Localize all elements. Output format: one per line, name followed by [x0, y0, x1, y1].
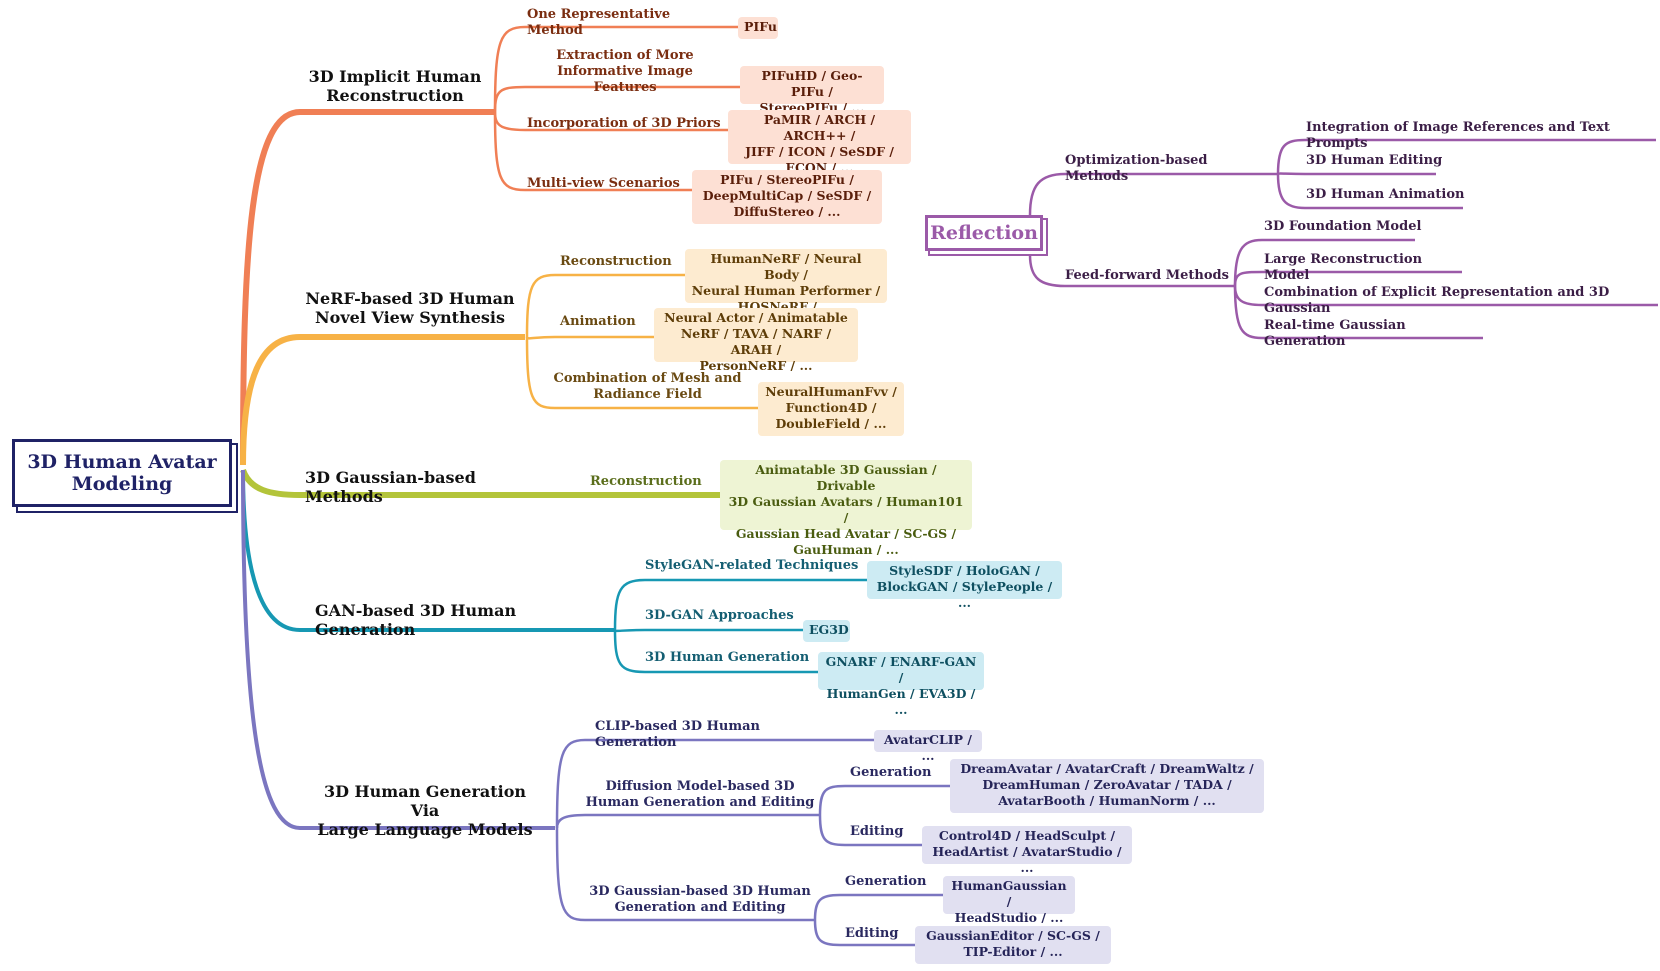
root-node: 3D Human Avatar Modeling — [12, 439, 232, 507]
sub-label: Extraction of More Informative Image Fea… — [556, 48, 694, 95]
method-box: GNARF / ENARF-GAN / HumanGen / EVA3D / .… — [818, 652, 984, 717]
sub-label: 3D-GAN Approaches — [645, 608, 794, 623]
reflection-item: Combination of Explicit Representation a… — [1264, 285, 1610, 316]
method-box: PIFu / StereoPIFu / DeepMultiCap / SeSDF… — [692, 170, 882, 224]
leaf-label: Generation — [850, 765, 932, 780]
branch-implicit-label: 3D Implicit Human Reconstruction — [308, 67, 482, 105]
method-box: PIFu — [738, 17, 778, 39]
sub-label: Animation — [560, 314, 636, 329]
method-box: Control4D / HeadSculpt / HeadArtist / Av… — [922, 826, 1132, 875]
connector-root-implicit — [240, 109, 495, 466]
reflection-item: Real-time Gaussian Generation — [1264, 318, 1406, 349]
branch-llm-label: 3D Human Generation Via Large Language M… — [317, 782, 533, 839]
sub-label: StyleGAN-related Techniques — [645, 558, 859, 573]
sub-label: One Representative Method — [527, 7, 671, 38]
method-box: Animatable 3D Gaussian / Drivable 3D Gau… — [720, 460, 972, 557]
method-box: StyleSDF / HoloGAN / BlockGAN / StylePeo… — [867, 561, 1062, 610]
reflection-item: Integration of Image References and Text… — [1306, 120, 1610, 151]
sub-label: Reconstruction — [590, 474, 702, 489]
branch-gan-label: GAN-based 3D Human Generation — [315, 601, 517, 639]
reflection-item: Large Reconstruction Model — [1264, 252, 1423, 283]
reflection-item: 3D Human Editing — [1306, 153, 1443, 168]
reflection-item: 3D Foundation Model — [1264, 219, 1422, 234]
connector-root-nerf — [240, 334, 525, 466]
method-box: GaussianEditor / SC-GS / TIP-Editor / ..… — [915, 926, 1111, 964]
method-box: DreamAvatar / AvatarCraft / DreamWaltz /… — [950, 759, 1264, 813]
connectors-implicit — [493, 25, 742, 192]
method-box: NeuralHumanFvv / Function4D / DoubleFiel… — [758, 382, 904, 436]
method-box: PaMIR / ARCH / ARCH++ / JIFF / ICON / Se… — [728, 110, 911, 175]
method-box: EG3D — [803, 620, 850, 642]
method-box: HumanNeRF / Neural Body / Neural Human P… — [685, 249, 887, 314]
connectors-nerf — [525, 273, 760, 410]
method-box: Neural Actor / Animatable NeRF / TAVA / … — [654, 308, 858, 373]
leaf-label: Generation — [845, 874, 927, 889]
sub-label: 3D Human Generation — [645, 650, 810, 665]
method-box: AvatarCLIP / ... — [874, 730, 982, 763]
branch-gaussian-label: 3D Gaussian-based Methods — [305, 468, 476, 506]
sub-label: Incorporation of 3D Priors — [527, 116, 721, 131]
sub-label: Multi-view Scenarios — [527, 176, 680, 191]
reflection-item: 3D Human Animation — [1306, 187, 1465, 202]
connectors-reflection — [1028, 138, 1658, 340]
method-box: PIFuHD / Geo-PIFu / StereoPIFu / ... — [740, 66, 884, 115]
connector-root-llm — [241, 469, 555, 830]
reflection-node: Reflection — [925, 215, 1043, 251]
reflection-group-label: Optimization-based Methods — [1065, 153, 1208, 184]
connectors-gan — [613, 578, 870, 674]
branch-nerf-label: NeRF-based 3D Human Novel View Synthesis — [305, 289, 515, 327]
method-box: HumanGaussian / HeadStudio / ... — [943, 876, 1075, 925]
connectors-llm — [555, 738, 950, 947]
sub-label: Reconstruction — [560, 254, 672, 269]
sub-label: Diffusion Model-based 3D Human Generatio… — [585, 779, 815, 810]
leaf-label: Editing — [845, 926, 899, 941]
sub-label: CLIP-based 3D Human Generation — [595, 719, 760, 750]
sub-label: 3D Gaussian-based 3D Human Generation an… — [589, 884, 811, 915]
reflection-group-label: Feed-forward Methods — [1065, 268, 1229, 283]
leaf-label: Editing — [850, 824, 904, 839]
sub-label: Combination of Mesh and Radiance Field — [553, 371, 742, 402]
connector-root-gaussian — [240, 468, 720, 498]
